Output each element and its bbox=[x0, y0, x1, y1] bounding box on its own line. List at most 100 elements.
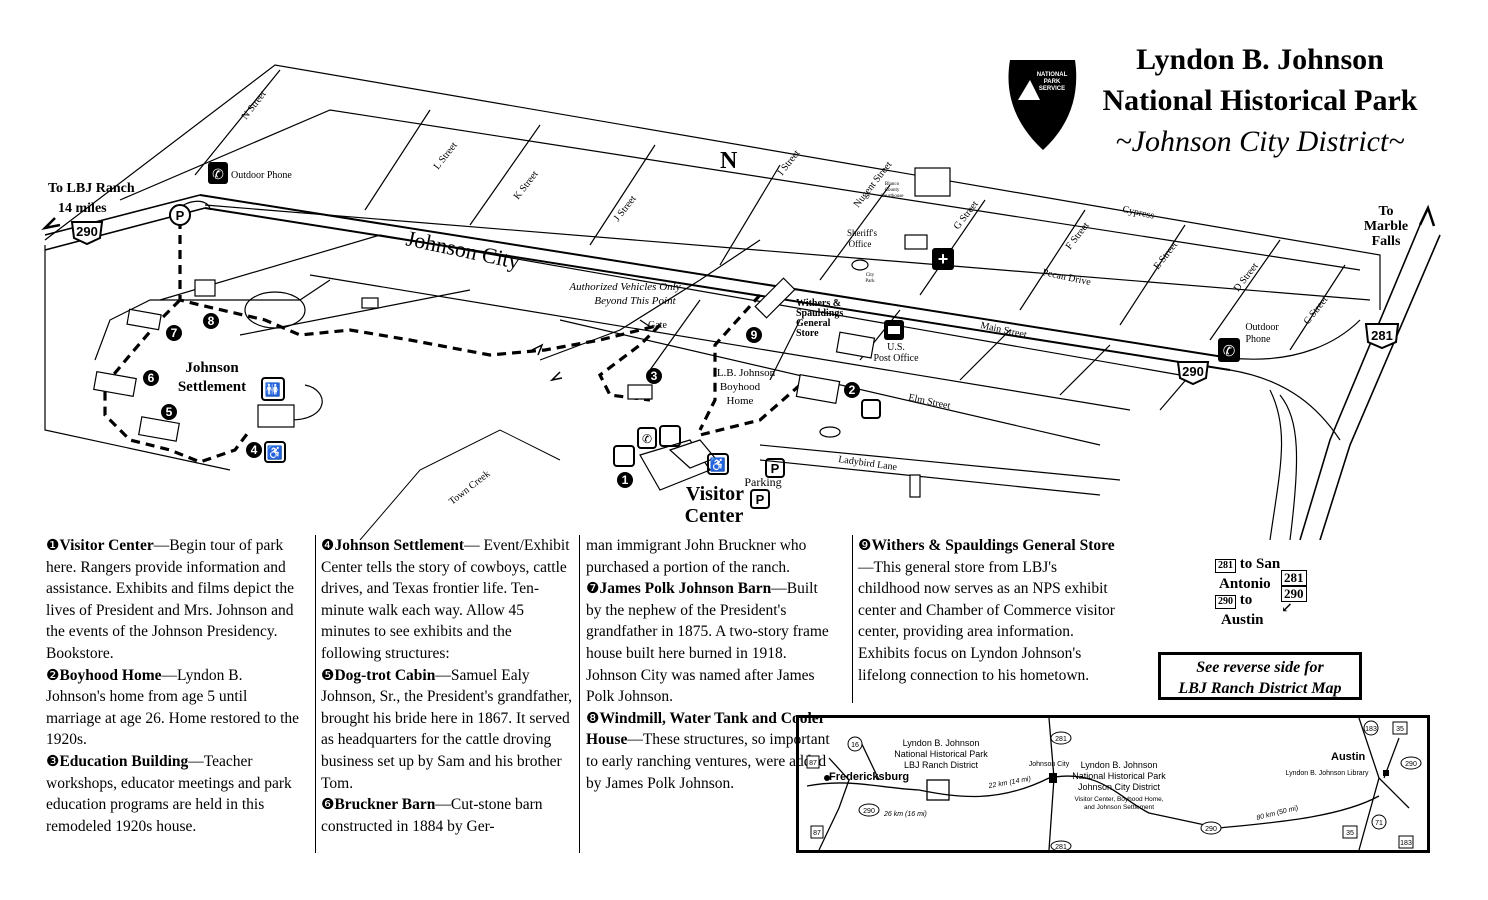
hwy-290-shield-2: 290 bbox=[1176, 361, 1210, 386]
arrow-west-icon bbox=[41, 217, 61, 231]
inset-jc-label-5: and Johnson Settlement bbox=[1084, 804, 1154, 811]
description-column-3: man immigrant John Bruckner who purchase… bbox=[586, 535, 836, 794]
svg-text:4: 4 bbox=[251, 443, 258, 457]
sheriff-label-1: Sheriff's bbox=[847, 228, 877, 238]
town-creek-label: Town Creek bbox=[447, 469, 492, 508]
site-description: ❺Dog-trot Cabin—Samuel Ealy Johnson, Sr.… bbox=[321, 665, 573, 795]
svg-text:87: 87 bbox=[813, 830, 821, 837]
site-description: ❹Johnson Settlement— Event/Exhibit Cente… bbox=[321, 535, 573, 665]
parking-label: Parking bbox=[744, 475, 781, 489]
svg-text:281: 281 bbox=[1055, 736, 1067, 743]
gate-label: Gate bbox=[648, 320, 667, 331]
inset-ranch-label-1: Lyndon B. Johnson bbox=[903, 738, 980, 748]
inset-shield-281-2: 281 bbox=[1050, 840, 1072, 850]
to-marble-label-2: Marble bbox=[1364, 219, 1408, 234]
to-marble-label-3: Falls bbox=[1372, 234, 1401, 249]
svg-text:1: 1 bbox=[622, 473, 629, 487]
parking-icon-1: P bbox=[169, 204, 191, 226]
site-heading: Johnson Settlement bbox=[334, 537, 465, 554]
column-divider bbox=[852, 535, 853, 703]
svg-text:♿: ♿ bbox=[267, 445, 283, 460]
hwy-shield-stack: 281 290 ↙ bbox=[1281, 570, 1307, 616]
site-body: —Teacher workshops, educator meetings an… bbox=[46, 752, 292, 835]
to-austin-label: 290 to Austin bbox=[1215, 590, 1264, 630]
to-san-antonio-label: 281 to San Antonio bbox=[1215, 554, 1280, 594]
city-park-label-2: Park bbox=[865, 279, 875, 284]
outdoor-phone-label-2: Outdoor bbox=[1245, 322, 1279, 333]
street-c-label: C Street bbox=[1302, 294, 1331, 327]
marker-9[interactable]: 9 bbox=[746, 327, 762, 343]
street-i-label: I Street bbox=[776, 148, 803, 178]
site-number-icon: ❹ bbox=[321, 536, 335, 554]
site-body: —Cut-stone barn constructed in 1884 by G… bbox=[321, 796, 543, 835]
street-j-label: J Street bbox=[612, 193, 639, 223]
svg-text:NATIONAL: NATIONAL bbox=[1037, 72, 1068, 78]
site-number-icon: ❸ bbox=[46, 751, 60, 770]
site-heading: Dog-trot Cabin bbox=[334, 666, 436, 684]
inset-fredericksburg-label: Fredericksburg bbox=[829, 771, 909, 783]
svg-text:+: + bbox=[938, 249, 949, 269]
site-description: ❸Education Building—Teacher workshops, e… bbox=[46, 751, 304, 837]
marker-6[interactable]: 6 bbox=[143, 370, 159, 386]
site-heading: Education Building bbox=[59, 752, 189, 770]
inset-ranch-label-2: National Historical Park bbox=[894, 749, 988, 759]
inset-jc-label-4: Visitor Center, Boyhood Home, bbox=[1074, 796, 1163, 803]
site-description: ❽Windmill, Water Tank and Cooler House—T… bbox=[586, 708, 836, 794]
outdoor-phone-label: Outdoor Phone bbox=[231, 170, 292, 181]
svg-text:183: 183 bbox=[1400, 840, 1412, 847]
svg-text:290: 290 bbox=[1205, 826, 1217, 833]
phone-icon-3: ✆ bbox=[637, 427, 657, 449]
site-number-icon: ❻ bbox=[321, 795, 335, 814]
courthouse-label-3: Courthouse bbox=[880, 194, 904, 199]
visitor-label-2: Center bbox=[685, 505, 744, 527]
street-l-label: L Street bbox=[432, 140, 460, 172]
post-office-label-1: U.S. bbox=[887, 342, 905, 353]
site-body: —This general store from LBJ's childhood… bbox=[858, 558, 1115, 684]
site-number-icon: ❾ bbox=[858, 536, 872, 554]
inset-shield-183: 183 bbox=[1363, 720, 1379, 736]
city-park-label-1: City bbox=[866, 273, 875, 278]
phone-icon-1: ✆ bbox=[208, 162, 228, 184]
svg-text:71: 71 bbox=[1375, 820, 1383, 827]
svg-text:7: 7 bbox=[171, 326, 178, 340]
authorized-label: Authorized Vehicles Only bbox=[568, 281, 680, 293]
north-label: N bbox=[720, 148, 738, 174]
site-heading: Withers & Spauldings General Store bbox=[871, 537, 1115, 554]
marker-3[interactable]: 3 bbox=[646, 368, 662, 384]
street-k-label: K Street bbox=[512, 169, 541, 202]
info-icon bbox=[613, 445, 635, 467]
marker-1[interactable]: 1 bbox=[617, 472, 633, 488]
site-description: ❼James Polk Johnson Barn—Built by the ne… bbox=[586, 578, 836, 708]
arrow-north-icon bbox=[1418, 204, 1436, 227]
marker-8[interactable]: 8 bbox=[203, 313, 219, 329]
inset-jc-label-1: Lyndon B. Johnson bbox=[1081, 760, 1158, 770]
inset-shield-290-2: 290 bbox=[1200, 821, 1222, 835]
restroom-icon: 🚻 bbox=[261, 377, 285, 401]
inset-johnson-city-label: Johnson City bbox=[1029, 761, 1070, 768]
site-body: —Samuel Ealy Johnson, Sr., the President… bbox=[321, 666, 572, 792]
marker-5[interactable]: 5 bbox=[161, 404, 177, 420]
first-aid-icon: + bbox=[932, 248, 954, 270]
svg-text:290: 290 bbox=[76, 224, 98, 239]
inset-ranch-label-3: LBJ Ranch District bbox=[904, 760, 979, 770]
marker-2[interactable]: 2 bbox=[844, 382, 860, 398]
site-body: —Built by the nephew of the President's … bbox=[586, 580, 829, 706]
town-label: Johnson City bbox=[404, 225, 522, 273]
boyhood-label-1: L.B. Johnson bbox=[717, 367, 776, 379]
marker-4[interactable]: 4 bbox=[246, 442, 262, 458]
svg-text:✆: ✆ bbox=[212, 166, 224, 182]
street-n-label: N Street bbox=[240, 89, 269, 122]
svg-text:281: 281 bbox=[1055, 844, 1067, 850]
svg-text:6: 6 bbox=[148, 371, 155, 385]
mail-icon bbox=[884, 320, 904, 340]
trail-arrow-icon bbox=[531, 343, 544, 356]
hwy-281-small-shield-label: 281 bbox=[1215, 559, 1236, 573]
site-number-icon: ❽ bbox=[586, 708, 600, 727]
street-main-label: Main Street bbox=[979, 320, 1027, 341]
marker-7[interactable]: 7 bbox=[166, 325, 182, 341]
trail-arrow-icon-2 bbox=[549, 371, 563, 382]
site-description: man immigrant John Bruckner who purchase… bbox=[586, 535, 836, 578]
post-office-label-2: Post Office bbox=[873, 353, 919, 364]
svg-text:P: P bbox=[756, 492, 765, 507]
courthouse-label-1: Blanco bbox=[885, 182, 900, 187]
